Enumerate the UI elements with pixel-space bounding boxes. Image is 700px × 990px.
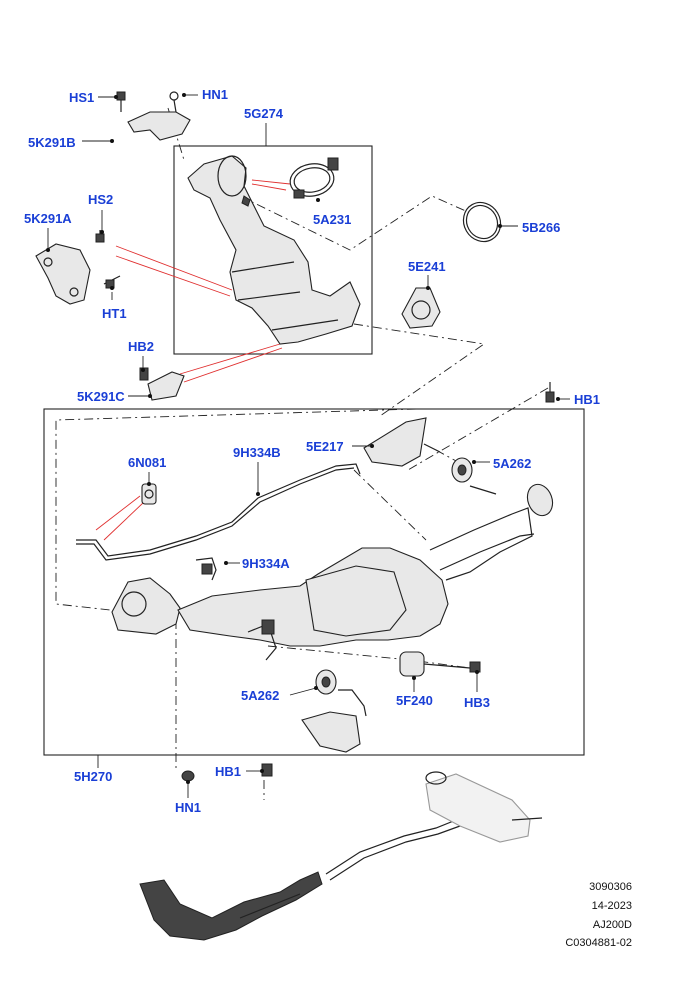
reference-line-2: 14-2023: [592, 900, 632, 912]
callout-labels: HS1 HN1 5K291B 5G274 HS2 5K291A 5A231 5B…: [24, 87, 600, 815]
label-5k291b: 5K291B: [28, 135, 76, 150]
reference-line-4: C0304881-02: [565, 937, 632, 949]
reference-line-3: AJ200D: [593, 919, 632, 931]
red-leaders: [95, 179, 291, 541]
label-6n081: 6N081: [128, 455, 166, 470]
label-5e241: 5E241: [408, 259, 446, 274]
bracket-5k291c: [139, 367, 185, 401]
reference-line-1: 3090306: [589, 881, 632, 893]
hanger-5a262-right: [451, 457, 497, 495]
upper-assembly-frame: [173, 145, 373, 355]
exhaust-assembly-5h270: [111, 483, 554, 661]
vehicle-exhaust-locator: [139, 771, 543, 941]
connect-line-1: [239, 195, 469, 251]
lower-assembly-frame: [43, 408, 585, 756]
hanger-5a262-left: [301, 669, 367, 753]
bracket-5k291a: [35, 243, 91, 305]
connect-line-4: [353, 469, 427, 541]
pipe-9h334b: [76, 463, 361, 561]
bolt-hb3: [469, 661, 481, 673]
label-5e217: 5E217: [306, 439, 344, 454]
catalytic-converter-5g274: [187, 155, 361, 345]
label-hn1-top: HN1: [202, 87, 228, 102]
sensor-6n081: [141, 483, 157, 505]
label-ht1: HT1: [102, 306, 127, 321]
callout-leaders: [46, 93, 570, 798]
label-hn1-bottom: HN1: [175, 800, 201, 815]
label-9h334a: 9H334A: [242, 556, 290, 571]
reference-block: 3090306 14-2023 AJ200D C0304881-02: [565, 881, 632, 949]
label-hb1-bottom: HB1: [215, 764, 241, 779]
label-5g274: 5G274: [244, 106, 284, 121]
bolt-hs1: [116, 91, 126, 112]
label-hb3: HB3: [464, 695, 490, 710]
label-hb1-right: HB1: [574, 392, 600, 407]
label-hs2: HS2: [88, 192, 113, 207]
label-5h270: 5H270: [74, 769, 112, 784]
connect-line-3: [407, 387, 549, 471]
connect-line-2: [353, 323, 486, 417]
heat-shield-bracket-5k291b: [127, 91, 191, 141]
label-5b266: 5B266: [522, 220, 560, 235]
gasket-5b266: [462, 201, 502, 243]
clamp-5a231: [289, 157, 339, 199]
label-5a262-left: 5A262: [241, 688, 279, 703]
label-5k291c: 5K291C: [77, 389, 125, 404]
insulator-5f240: [399, 651, 471, 677]
bracket-5e217: [363, 417, 441, 467]
label-hs1: HS1: [69, 90, 94, 105]
label-5a262-right: 5A262: [493, 456, 531, 471]
label-5a231: 5A231: [313, 212, 351, 227]
label-5f240: 5F240: [396, 693, 433, 708]
bolt-hb1-right: [545, 382, 555, 403]
gasket-5e241: [401, 287, 441, 329]
label-5k291a: 5K291A: [24, 211, 72, 226]
label-hb2: HB2: [128, 339, 154, 354]
nut-hn1-bottom: [181, 770, 195, 782]
label-9h334b: 9H334B: [233, 445, 281, 460]
pipe-9h334a: [195, 557, 217, 581]
connect-line-6: [267, 645, 471, 669]
